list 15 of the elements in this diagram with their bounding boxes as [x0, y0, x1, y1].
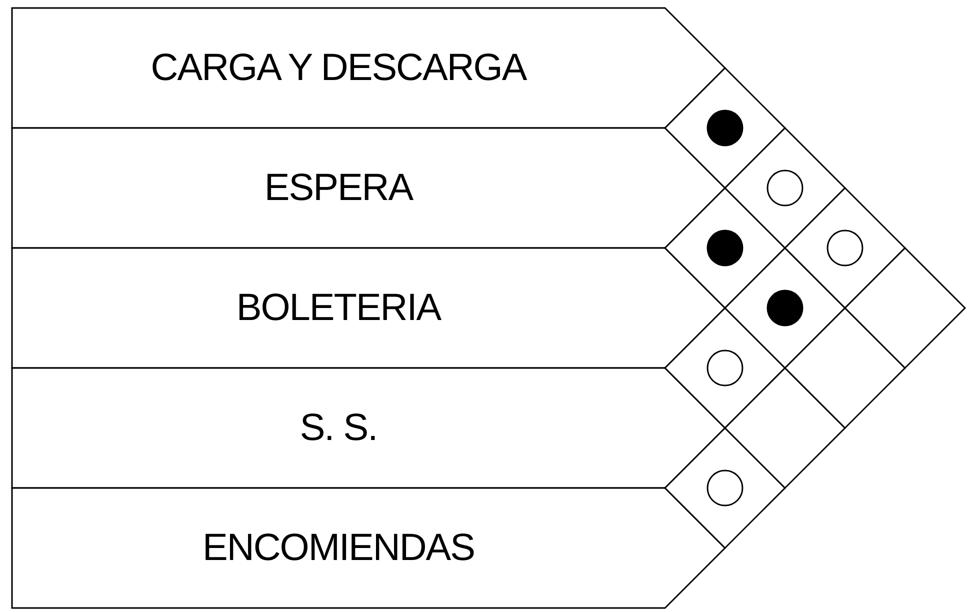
filled-dot-icon: [766, 289, 804, 327]
row-label: ESPERA: [263, 166, 414, 210]
row-label: CARGA Y DESCARGA: [150, 46, 528, 90]
open-circle-icon: [706, 349, 744, 387]
filled-dot-icon: [706, 109, 744, 147]
row-label: BOLETERIA: [235, 286, 442, 330]
row-label: ENCOMIENDAS: [202, 526, 476, 570]
relation-cell: [725, 368, 845, 488]
open-circle-icon: [826, 229, 864, 267]
open-circle-icon: [766, 169, 804, 207]
relation-cell: [785, 308, 905, 428]
open-circle-icon: [706, 469, 744, 507]
row-label: S. S.: [298, 406, 378, 450]
relation-cell: [845, 248, 965, 368]
filled-dot-icon: [706, 229, 744, 267]
